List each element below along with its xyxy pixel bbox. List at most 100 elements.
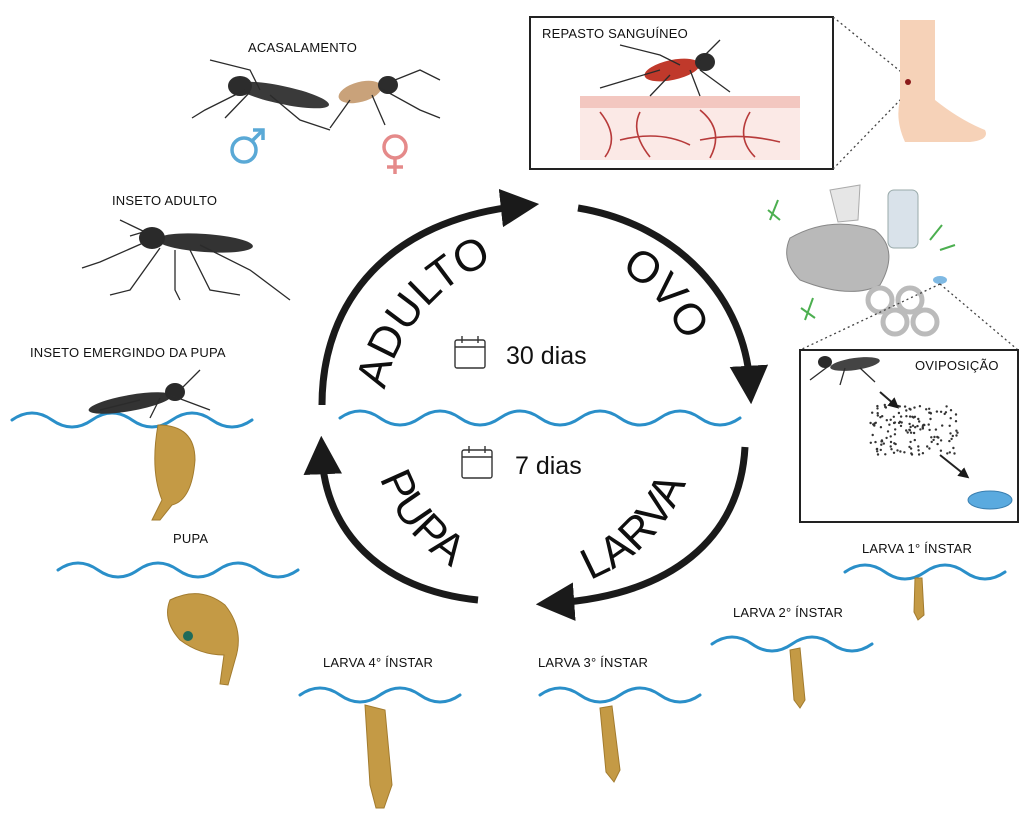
egg (884, 404, 886, 406)
label-repasto: REPASTO SANGUÍNEO (542, 26, 688, 41)
egg (933, 436, 935, 438)
egg (893, 452, 895, 454)
calendar-icon (462, 446, 492, 478)
egg (899, 421, 901, 423)
egg (880, 426, 882, 428)
egg (917, 449, 919, 451)
egg (893, 442, 895, 444)
egg (876, 450, 878, 452)
larva4-water-line (300, 688, 460, 702)
egg (925, 408, 927, 410)
egg (955, 430, 957, 432)
egg (872, 423, 874, 425)
label-acasalamento: ACASALAMENTO (248, 40, 357, 55)
label-larva4: LARVA 4° ÍNSTAR (323, 655, 433, 670)
zoom-lines-oviposicao (800, 284, 1018, 350)
egg (936, 410, 938, 412)
egg (877, 412, 879, 414)
egg (929, 418, 931, 420)
egg (869, 422, 871, 424)
egg (896, 449, 898, 451)
pupa-organism (168, 594, 239, 685)
egg (876, 448, 878, 450)
egg (922, 452, 924, 454)
egg (952, 435, 954, 437)
egg (880, 444, 882, 446)
egg (890, 445, 892, 447)
egg (874, 441, 876, 443)
egg (950, 438, 952, 440)
egg (914, 439, 916, 441)
label-inseto-adulto: INSETO ADULTO (112, 193, 217, 208)
egg (948, 440, 950, 442)
egg (881, 439, 883, 441)
egg (923, 424, 925, 426)
egg (932, 439, 934, 441)
female-symbol-icon (384, 136, 406, 174)
pupa-water-line (58, 563, 298, 577)
label-larva1: LARVA 1° ÍNSTAR (862, 541, 972, 556)
egg (919, 428, 921, 430)
egg (918, 453, 920, 455)
egg (894, 428, 896, 430)
larva3-water-line (540, 688, 700, 702)
duration-7-dias: 7 dias (515, 452, 582, 480)
larva1-water-line (845, 565, 1005, 579)
egg (928, 429, 930, 431)
larva4-organism (365, 705, 392, 808)
egg (919, 405, 921, 407)
egg (877, 453, 879, 455)
egg (945, 405, 947, 407)
egg (935, 428, 937, 430)
egg (890, 435, 892, 437)
mating-mosquitoes (192, 60, 440, 130)
egg (940, 411, 942, 413)
egg (928, 423, 930, 425)
egg (955, 434, 957, 436)
label-inseto-emergindo: INSETO EMERGINDO DA PUPA (30, 345, 226, 360)
egg (877, 414, 879, 416)
egg (928, 447, 930, 449)
egg (950, 417, 952, 419)
egg (911, 453, 913, 455)
egg (908, 429, 910, 431)
egg (949, 432, 951, 434)
egg (950, 409, 952, 411)
egg (940, 450, 942, 452)
egg (941, 424, 943, 426)
egg (894, 421, 896, 423)
egg (936, 436, 938, 438)
larva2-water-line (712, 637, 872, 651)
duration-30-dias: 30 dias (506, 342, 587, 370)
egg (904, 405, 906, 407)
egg (890, 419, 892, 421)
egg (880, 449, 882, 451)
egg (952, 447, 954, 449)
human-leg (898, 20, 986, 142)
egg (883, 442, 885, 444)
egg (946, 452, 948, 454)
egg (900, 415, 902, 417)
stage-pupa: PUPA (370, 462, 475, 576)
egg (917, 445, 919, 447)
egg (872, 434, 874, 436)
label-oviposicao: OVIPOSIÇÃO (915, 358, 999, 373)
egg (905, 415, 907, 417)
egg (903, 451, 905, 453)
egg (930, 436, 932, 438)
egg (908, 408, 910, 410)
egg (887, 430, 889, 432)
egg (940, 439, 942, 441)
egg (900, 425, 902, 427)
larva3-organism (600, 706, 620, 782)
label-larva2: LARVA 2° ÍNSTAR (733, 605, 843, 620)
egg (922, 427, 924, 429)
egg (953, 452, 955, 454)
stage-ovo: OVO (615, 238, 719, 347)
adult-mosquito (82, 220, 290, 300)
egg (912, 416, 914, 418)
egg (955, 420, 957, 422)
egg (931, 441, 933, 443)
egg (909, 441, 911, 443)
egg (881, 415, 883, 417)
